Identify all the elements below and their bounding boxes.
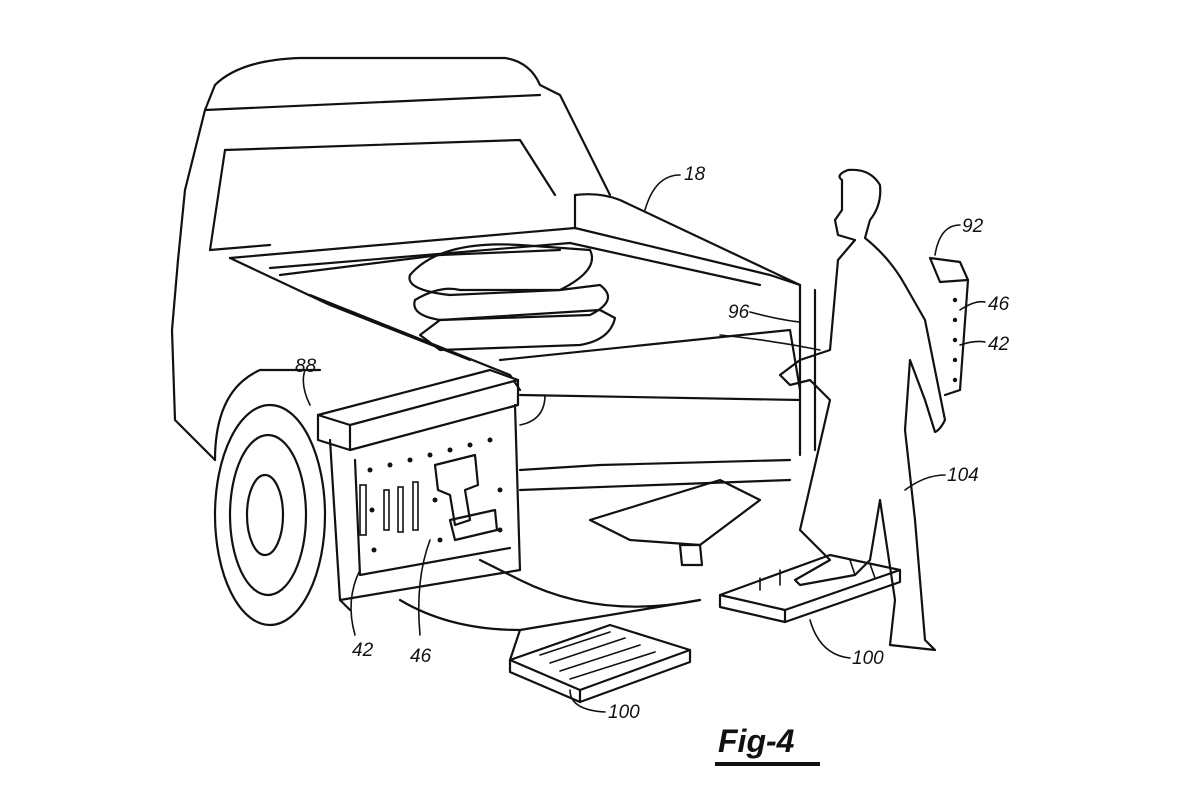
tools-icon (359, 453, 499, 542)
rear-wheel (213, 368, 327, 627)
ref-label-100-left: 100 (608, 702, 640, 723)
ref-label-100-right: 100 (852, 648, 884, 669)
cargo-bags (408, 243, 617, 352)
ref-label-104: 104 (947, 465, 979, 486)
trailer-hitch (678, 543, 704, 567)
ref-label-46-left: 46 (410, 646, 432, 667)
ref-label-42-right: 42 (988, 334, 1010, 355)
ref-label-96: 96 (728, 302, 750, 323)
ref-label-18: 18 (684, 164, 706, 185)
leader-lines (302, 174, 986, 713)
right-storage-panel (928, 256, 970, 397)
person-figure (778, 168, 947, 652)
step-left (508, 623, 692, 704)
figure-caption: Fig-4 (718, 723, 795, 759)
pegboard-holes (367, 437, 503, 553)
truck-cab (170, 56, 612, 462)
caption-underline (715, 762, 820, 766)
ref-label-92: 92 (962, 216, 984, 237)
step-right (718, 553, 902, 624)
ref-label-42-left: 42 (352, 640, 374, 661)
truck-bed (228, 193, 817, 632)
ref-label-46-right: 46 (988, 294, 1010, 315)
ref-label-88: 88 (295, 356, 317, 377)
left-storage-panel (316, 368, 522, 612)
